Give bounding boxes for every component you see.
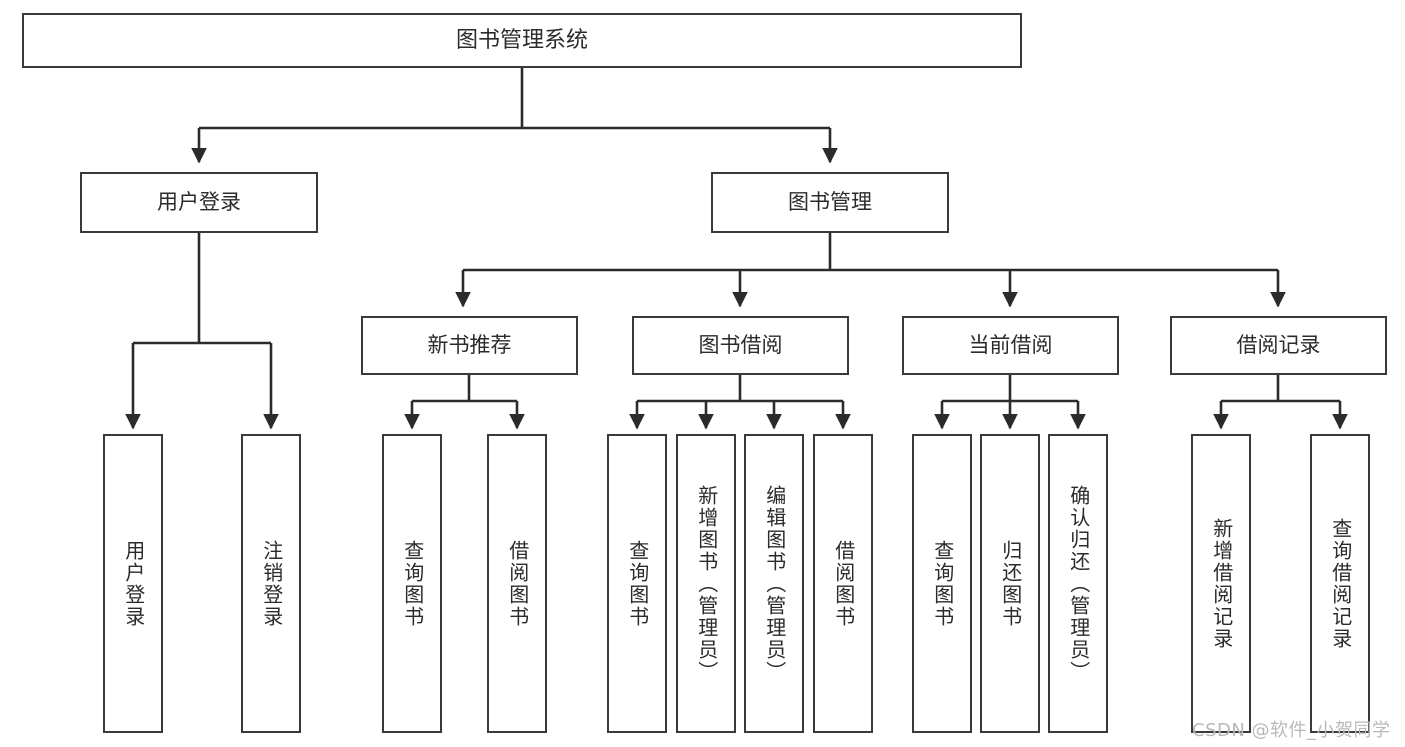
node-label: 查询借阅记录 bbox=[1328, 517, 1353, 650]
node-label: 用户登录 bbox=[157, 190, 241, 215]
node-book-borrow[interactable]: 图书借阅 bbox=[632, 316, 849, 375]
node-label: 查询图书 bbox=[400, 539, 425, 628]
node-label: 确认归还（管理员） bbox=[1066, 484, 1091, 683]
leaf-confirm-return[interactable]: 确认归还（管理员） bbox=[1048, 434, 1108, 733]
node-label: 编辑图书（管理员） bbox=[762, 484, 787, 683]
leaf-query-book-2[interactable]: 查询图书 bbox=[607, 434, 667, 733]
node-label: 查询图书 bbox=[625, 539, 650, 628]
node-label: 查询图书 bbox=[930, 539, 955, 628]
node-label: 归还图书 bbox=[998, 539, 1023, 628]
csdn-watermark: CSDN @软件_小贺同学 bbox=[1192, 720, 1391, 741]
node-borrow-record[interactable]: 借阅记录 bbox=[1170, 316, 1387, 375]
node-label: 借阅图书 bbox=[831, 539, 856, 628]
node-label: 新增借阅记录 bbox=[1209, 517, 1234, 650]
node-label: 新书推荐 bbox=[427, 333, 512, 358]
leaf-query-book-1[interactable]: 查询图书 bbox=[382, 434, 442, 733]
leaf-add-record[interactable]: 新增借阅记录 bbox=[1191, 434, 1251, 733]
node-current-borrow[interactable]: 当前借阅 bbox=[902, 316, 1119, 375]
node-label: 注销登录 bbox=[259, 539, 284, 628]
node-label: 图书管理 bbox=[788, 190, 872, 215]
leaf-edit-book[interactable]: 编辑图书（管理员） bbox=[744, 434, 804, 733]
leaf-borrow-book-2[interactable]: 借阅图书 bbox=[813, 434, 873, 733]
node-new-book-recommend[interactable]: 新书推荐 bbox=[361, 316, 578, 375]
node-label: 借阅记录 bbox=[1236, 333, 1321, 358]
leaf-borrow-book-1[interactable]: 借阅图书 bbox=[487, 434, 547, 733]
leaf-add-book[interactable]: 新增图书（管理员） bbox=[676, 434, 736, 733]
node-book-management[interactable]: 图书管理 bbox=[711, 172, 949, 233]
node-user-login[interactable]: 用户登录 bbox=[80, 172, 318, 233]
node-label: 新增图书（管理员） bbox=[694, 484, 719, 683]
leaf-user-login[interactable]: 用户登录 bbox=[103, 434, 163, 733]
node-label: 图书借阅 bbox=[698, 333, 783, 358]
node-label: 当前借阅 bbox=[968, 333, 1053, 358]
node-label: 用户登录 bbox=[121, 539, 146, 628]
leaf-query-record[interactable]: 查询借阅记录 bbox=[1310, 434, 1370, 733]
node-label: 图书管理系统 bbox=[455, 27, 588, 53]
node-root-system[interactable]: 图书管理系统 bbox=[22, 13, 1022, 68]
leaf-return-book[interactable]: 归还图书 bbox=[980, 434, 1040, 733]
leaf-query-book-3[interactable]: 查询图书 bbox=[912, 434, 972, 733]
leaf-logout-login[interactable]: 注销登录 bbox=[241, 434, 301, 733]
node-label: 借阅图书 bbox=[505, 539, 530, 628]
